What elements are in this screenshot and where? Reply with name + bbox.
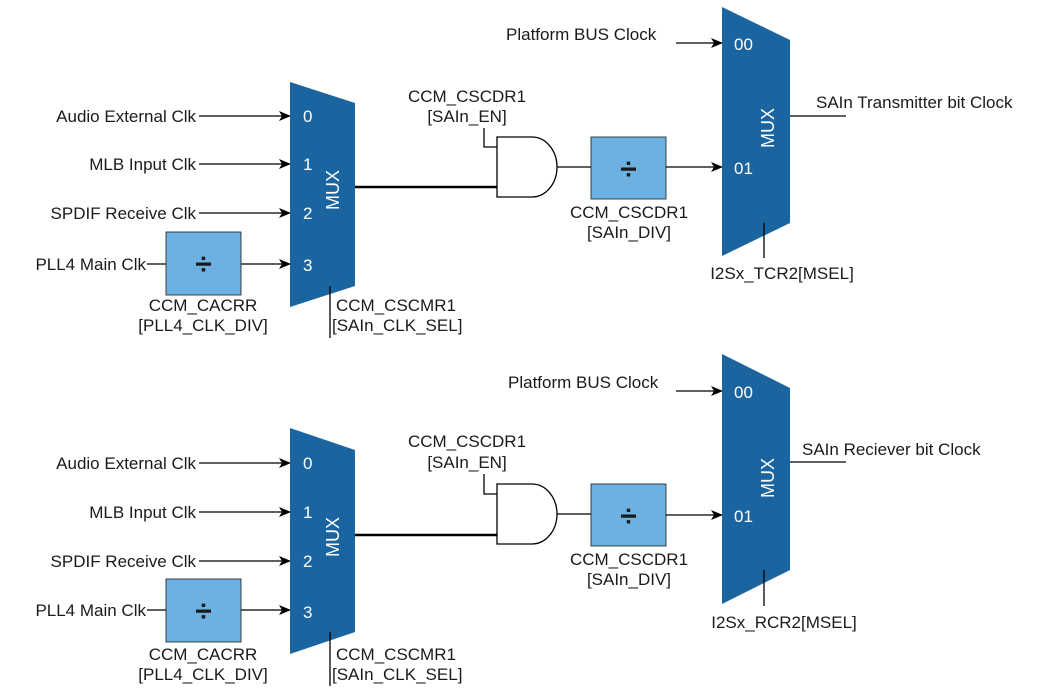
mux1-in1: 1 xyxy=(303,503,312,522)
mux1-in2: 2 xyxy=(303,552,312,571)
en-label-2: [SAIn_EN] xyxy=(427,453,506,472)
div-label-1: CCM_CSCDR1 xyxy=(570,203,688,222)
sai-divider-box xyxy=(590,136,667,200)
mux2-in01: 01 xyxy=(734,159,753,178)
pll4-divider-box xyxy=(165,231,242,296)
mux1-in2: 2 xyxy=(303,204,312,223)
input-mux xyxy=(290,82,355,307)
pll4-divider-box xyxy=(165,578,242,643)
output-label: SAIn Reciever bit Clock xyxy=(802,440,981,459)
divider-icon: ÷ xyxy=(195,248,211,281)
cacrr-label-2: [PLL4_CLK_DIV] xyxy=(138,316,267,335)
mux2-in01: 01 xyxy=(734,507,753,526)
cacrr-label-1: CCM_CACRR xyxy=(149,645,258,664)
msel-label: I2Sx_TCR2[MSEL] xyxy=(710,264,854,283)
mux1-in0: 0 xyxy=(303,454,312,473)
mux1-in3: 3 xyxy=(303,603,312,622)
div-label-1: CCM_CSCDR1 xyxy=(570,550,688,569)
cscmr1-label-1: CCM_CSCMR1 xyxy=(336,296,456,315)
input-label-pll4: PLL4 Main Clk xyxy=(35,255,146,274)
mux2-label: MUX xyxy=(758,108,778,148)
cscmr1-label-2: [SAIn_CLK_SEL] xyxy=(332,316,462,335)
msel-label: I2Sx_RCR2[MSEL] xyxy=(711,613,857,632)
input-mux xyxy=(290,428,355,654)
mux2-label: MUX xyxy=(758,458,778,498)
cscmr1-label-2: [SAIn_CLK_SEL] xyxy=(332,665,462,684)
input-label-mlb: MLB Input Clk xyxy=(89,503,196,522)
cacrr-label-1: CCM_CACRR xyxy=(149,296,258,315)
en-label-1: CCM_CSCDR1 xyxy=(408,432,526,451)
en-label-1: CCM_CSCDR1 xyxy=(408,87,526,106)
mux2-in00: 00 xyxy=(734,383,753,402)
output-label: SAIn Transmitter bit Clock xyxy=(816,93,1013,112)
mux1-in3: 3 xyxy=(303,256,312,275)
divider-icon: ÷ xyxy=(620,500,636,533)
cacrr-label-2: [PLL4_CLK_DIV] xyxy=(138,665,267,684)
output-mux xyxy=(722,354,790,604)
top-section: Audio External Clk MLB Input Clk SPDIF R… xyxy=(35,7,1013,338)
bottom-section: Audio External Clk MLB Input Clk SPDIF R… xyxy=(35,354,981,686)
platform-bus-label: Platform BUS Clock xyxy=(508,373,659,392)
platform-bus-label: Platform BUS Clock xyxy=(506,25,657,44)
enable-line xyxy=(483,128,497,148)
mux1-in0: 0 xyxy=(303,107,312,126)
and-gate xyxy=(496,483,558,545)
input-label-audio: Audio External Clk xyxy=(56,107,196,126)
input-label-pll4: PLL4 Main Clk xyxy=(35,601,146,620)
input-label-spdif: SPDIF Receive Clk xyxy=(51,204,197,223)
input-label-spdif: SPDIF Receive Clk xyxy=(51,552,197,571)
divider-icon: ÷ xyxy=(195,595,211,628)
input-label-mlb: MLB Input Clk xyxy=(89,155,196,174)
div-label-2: [SAIn_DIV] xyxy=(587,570,671,589)
divider-icon: ÷ xyxy=(620,153,636,186)
mux1-in1: 1 xyxy=(303,155,312,174)
div-label-2: [SAIn_DIV] xyxy=(587,223,671,242)
cscmr1-label-1: CCM_CSCMR1 xyxy=(336,645,456,664)
and-gate xyxy=(496,136,558,198)
sai-divider-box xyxy=(590,483,667,547)
enable-line xyxy=(483,474,497,495)
mux2-in00: 00 xyxy=(734,35,753,54)
en-label-2: [SAIn_EN] xyxy=(427,107,506,126)
mux1-label: MUX xyxy=(323,517,343,557)
mux1-label: MUX xyxy=(323,170,343,210)
output-mux xyxy=(722,7,790,256)
input-label-audio: Audio External Clk xyxy=(56,454,196,473)
